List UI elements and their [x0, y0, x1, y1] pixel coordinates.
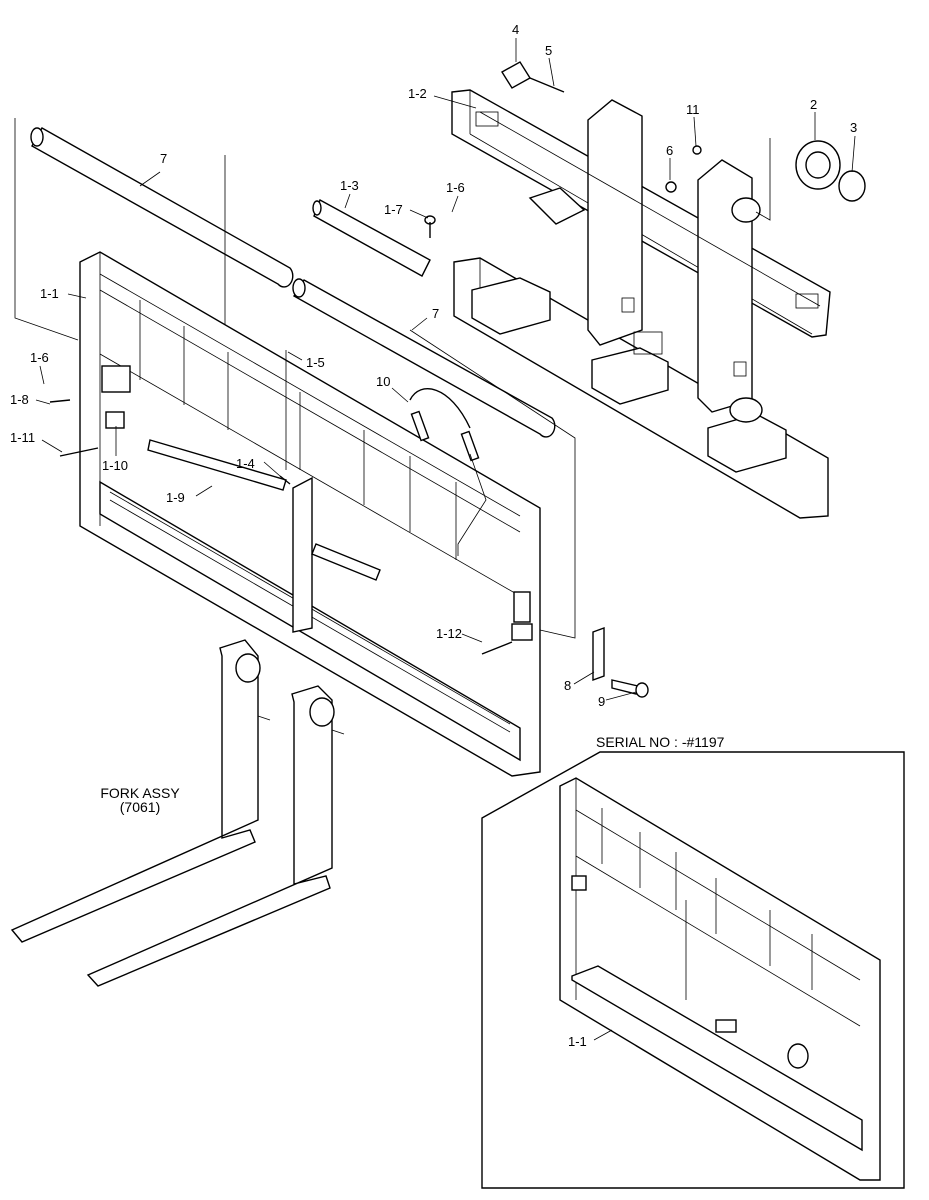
callout-7-lower: 7: [432, 306, 439, 321]
callout-inset-1-1: 1-1: [568, 1034, 587, 1049]
callout-1-6-upper: 1-6: [446, 180, 465, 195]
callout-1-6-lower: 1-6: [30, 350, 49, 365]
callout-5: 5: [545, 43, 552, 58]
callout-1-2: 1-2: [408, 86, 427, 101]
callout-1-10: 1-10: [102, 458, 128, 473]
callout-3: 3: [850, 120, 857, 135]
callout-1-11: 1-11: [10, 430, 35, 445]
carriage-frame: [49, 251, 649, 777]
callout-7-upper: 7: [160, 151, 167, 166]
callout-6: 6: [666, 143, 673, 158]
callout-10: 10: [376, 374, 390, 389]
fork-assembly: [10, 639, 345, 987]
back-plate-assembly: [451, 89, 831, 519]
serial-inset: [481, 751, 905, 1189]
callout-1-9: 1-9: [166, 490, 185, 505]
callout-1-5: 1-5: [306, 355, 325, 370]
inset-serial-title: SERIAL NO : -#1197: [596, 734, 725, 750]
callout-1-12: 1-12: [436, 626, 462, 641]
callout-9: 9: [598, 694, 605, 709]
callout-1-7: 1-7: [384, 202, 403, 217]
callout-8: 8: [564, 678, 571, 693]
callout-1-4: 1-4: [236, 456, 255, 471]
callout-2: 2: [810, 97, 817, 112]
leader-lines: [35, 38, 856, 1041]
callout-4: 4: [512, 22, 519, 37]
callout-1-8: 1-8: [10, 392, 29, 407]
callout-11: 11: [686, 102, 700, 117]
callout-1-3: 1-3: [340, 178, 359, 193]
fork-assy-code: (7061): [120, 799, 160, 815]
bearing-and-hardware: [501, 61, 866, 221]
rods-and-cylinder: [14, 118, 576, 639]
callout-labels: 1-2 4 5 11 6 2 3 7 1-3 1-7 1-6 1-1 7 1-5…: [10, 22, 857, 1049]
callout-1-1: 1-1: [40, 286, 59, 301]
fork-assy-title: FORK ASSY: [100, 785, 180, 801]
